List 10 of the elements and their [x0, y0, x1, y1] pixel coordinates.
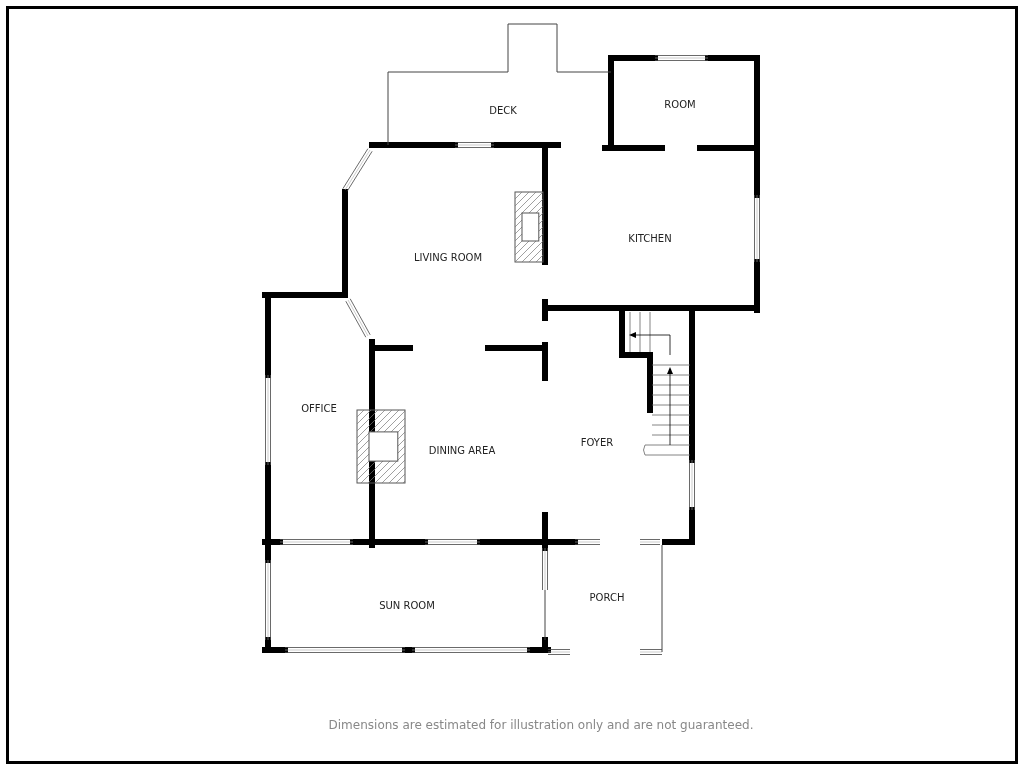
room-label: DINING AREA [428, 444, 496, 456]
room-label: SUN ROOM [379, 599, 435, 611]
room-label: KITCHEN [628, 232, 672, 244]
room-label: DECK [489, 104, 517, 116]
disclaimer-note: Dimensions are estimated for illustration only and are not guaranteed. [328, 718, 754, 732]
room-label: LIVING ROOM [414, 251, 482, 263]
room-label: ROOM [664, 98, 696, 110]
room-label: PORCH [589, 591, 625, 603]
room-label: FOYER [580, 436, 614, 448]
room-label: OFFICE [301, 402, 337, 414]
